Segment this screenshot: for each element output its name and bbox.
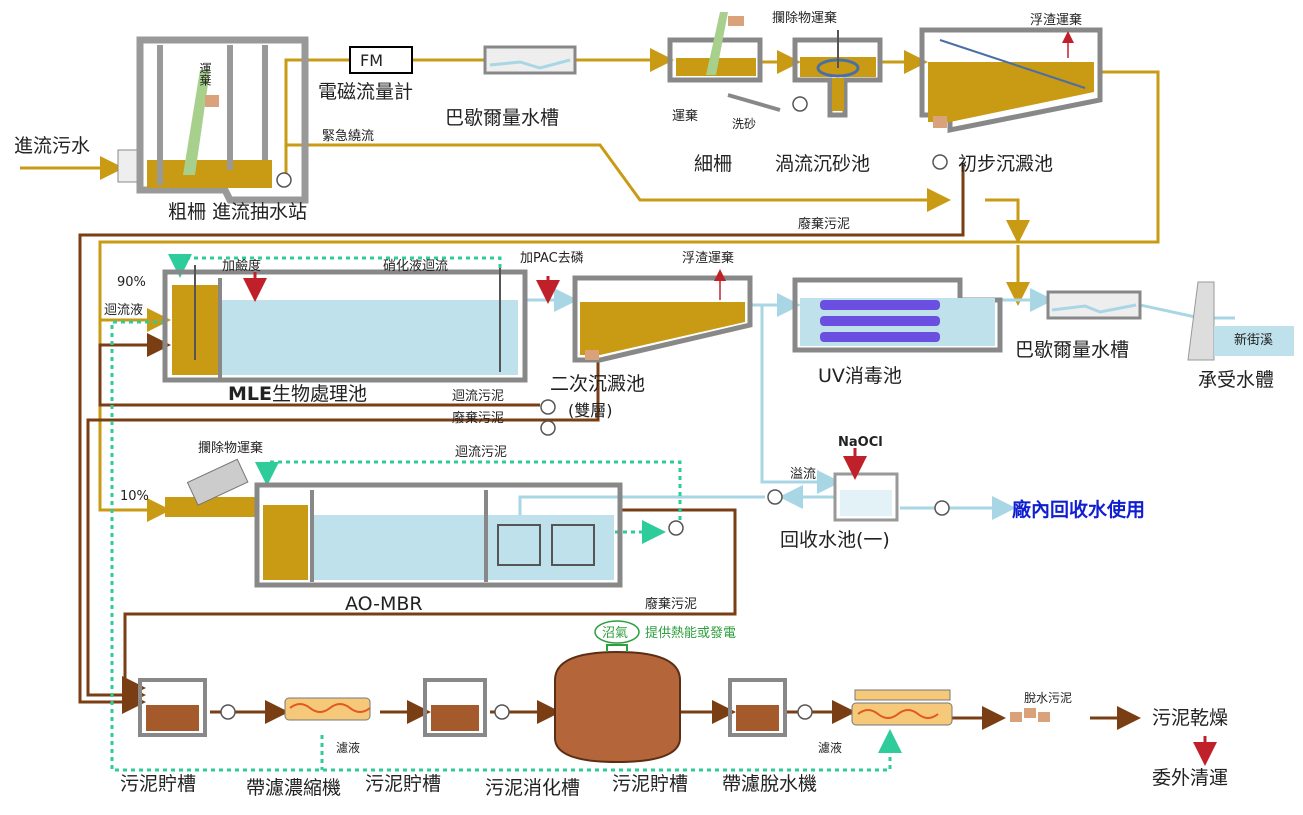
ao-mbr-label: AO-MBR <box>345 593 423 615</box>
belt-thickener-machine <box>284 697 371 721</box>
sludge-storage-2-label: 污泥貯槽 <box>365 773 441 795</box>
waste-sludge-3-label: 廢棄污泥 <box>645 597 697 612</box>
belt-thickener-label: 帶濾濃縮機 <box>246 777 341 799</box>
dispose-vertical-label: 運棄 <box>198 62 212 86</box>
fm-label: FM <box>360 51 383 70</box>
grit-chamber-label: 渦流沉砂池 <box>775 153 870 175</box>
bar-screen-station-label: 粗柵 進流抽水站 <box>168 201 307 223</box>
sludge-digester <box>554 644 681 764</box>
pct90-label: 90% <box>117 275 146 290</box>
heat-power-label: 提供熱能或發電 <box>645 625 736 641</box>
outsourced-disposal-label: 委外清運 <box>1152 767 1228 789</box>
sludge-storage-3-label: 污泥貯槽 <box>612 773 688 795</box>
filtrate-1-label: 濾液 <box>336 740 360 755</box>
sludge-lines <box>78 165 1141 730</box>
dispose-label: 運棄 <box>672 109 698 124</box>
parshall-flume-1 <box>483 45 577 75</box>
nitrate-recycle-label: 硝化液迴流 <box>383 259 448 274</box>
removed-dispose-label: 攔除物運棄 <box>772 10 837 26</box>
ao-mbr-tank <box>165 458 684 588</box>
waste-sludge-1-label: 廢棄污泥 <box>798 217 850 232</box>
digester-label: 污泥消化槽 <box>485 777 580 799</box>
sludge-storage-tank-3 <box>728 678 813 737</box>
creek-label: 新街溪 <box>1234 332 1273 348</box>
uv-disinfection-tank <box>792 277 1003 353</box>
overflow-label: 溢流 <box>790 467 816 482</box>
receiving-water-body <box>1187 281 1294 361</box>
emergency-bypass-label: 緊急繞流 <box>322 129 374 144</box>
vortex-grit-chamber <box>727 30 883 118</box>
parshall-flume-2 <box>1046 290 1142 320</box>
scum-dispose-1-label: 浮渣運棄 <box>1030 13 1082 28</box>
parshall-2-label: 巴歇爾量水槽 <box>1015 339 1129 361</box>
belt-press-label: 帶濾脫水機 <box>722 773 817 795</box>
biogas-label: 沼氣 <box>602 626 628 641</box>
uv-tank-label: UV消毒池 <box>818 365 902 387</box>
sludge-storage-tank-2 <box>423 678 510 737</box>
return-sludge-1-label: 迴流污泥 <box>452 389 504 404</box>
sludge-drying-label: 污泥乾燥 <box>1152 707 1228 729</box>
primary-clarifier-label: 初步沉澱池 <box>958 153 1053 175</box>
secondary-clarifier-label: 二次沉澱池 <box>550 373 645 395</box>
sludge-storage-1-label: 污泥貯槽 <box>120 773 196 795</box>
parshall-1-label: 巴歇爾量水槽 <box>445 107 559 129</box>
flowmeter-label: 電磁流量計 <box>318 81 413 103</box>
primary-clarifier-tank <box>919 27 1103 170</box>
pct10-label: 10% <box>120 489 149 504</box>
mle-label: MLE生物處理池 <box>228 383 367 405</box>
biogas-bubble <box>594 620 640 644</box>
waste-sludge-2-label: 廢棄污泥 <box>452 411 504 426</box>
flowmeter-box <box>349 46 413 74</box>
return-liquor-label: 迴流液 <box>104 303 143 318</box>
dewatered-sludge-label: 脫水污泥 <box>1024 690 1072 705</box>
return-sludge-2-label: 迴流污泥 <box>455 445 507 460</box>
bar-screen-pump-station <box>117 36 309 204</box>
double-layer-label: (雙層) <box>568 401 613 420</box>
belt-press-machine <box>851 689 953 726</box>
mle-prefix: MLE <box>228 383 272 405</box>
reuse-water-tank <box>767 472 950 522</box>
mle-suffix: 生物處理池 <box>272 383 367 405</box>
filtrate-2-label: 濾液 <box>818 740 842 755</box>
fine-screen-tank <box>667 12 763 83</box>
add-alkalinity-label: 加鹼度 <box>222 258 261 274</box>
wash-sand-label: 洗砂 <box>732 117 756 131</box>
fine-screen-label: 細柵 <box>694 153 732 175</box>
removed-dispose-2-label: 攔除物運棄 <box>198 440 263 456</box>
influent-label: 進流污水 <box>14 135 90 157</box>
dewatered-sludge-cake-icon <box>1010 708 1050 722</box>
chemical-dosing-arrows <box>243 272 1217 766</box>
recycle-lines <box>110 254 902 772</box>
naocl-label: NaOCl <box>838 435 883 450</box>
add-pac-label: 加PAC去磷 <box>520 251 584 266</box>
reuse-tank-label: 回收水池(一) <box>780 529 890 551</box>
inplant-reuse-label: 廠內回收水使用 <box>1012 498 1145 521</box>
receiving-water-label: 承受水體 <box>1198 369 1274 391</box>
scum-dispose-2-label: 浮渣運棄 <box>682 251 734 266</box>
sludge-storage-tank-1 <box>138 678 236 737</box>
mle-bioreactor <box>162 265 528 383</box>
